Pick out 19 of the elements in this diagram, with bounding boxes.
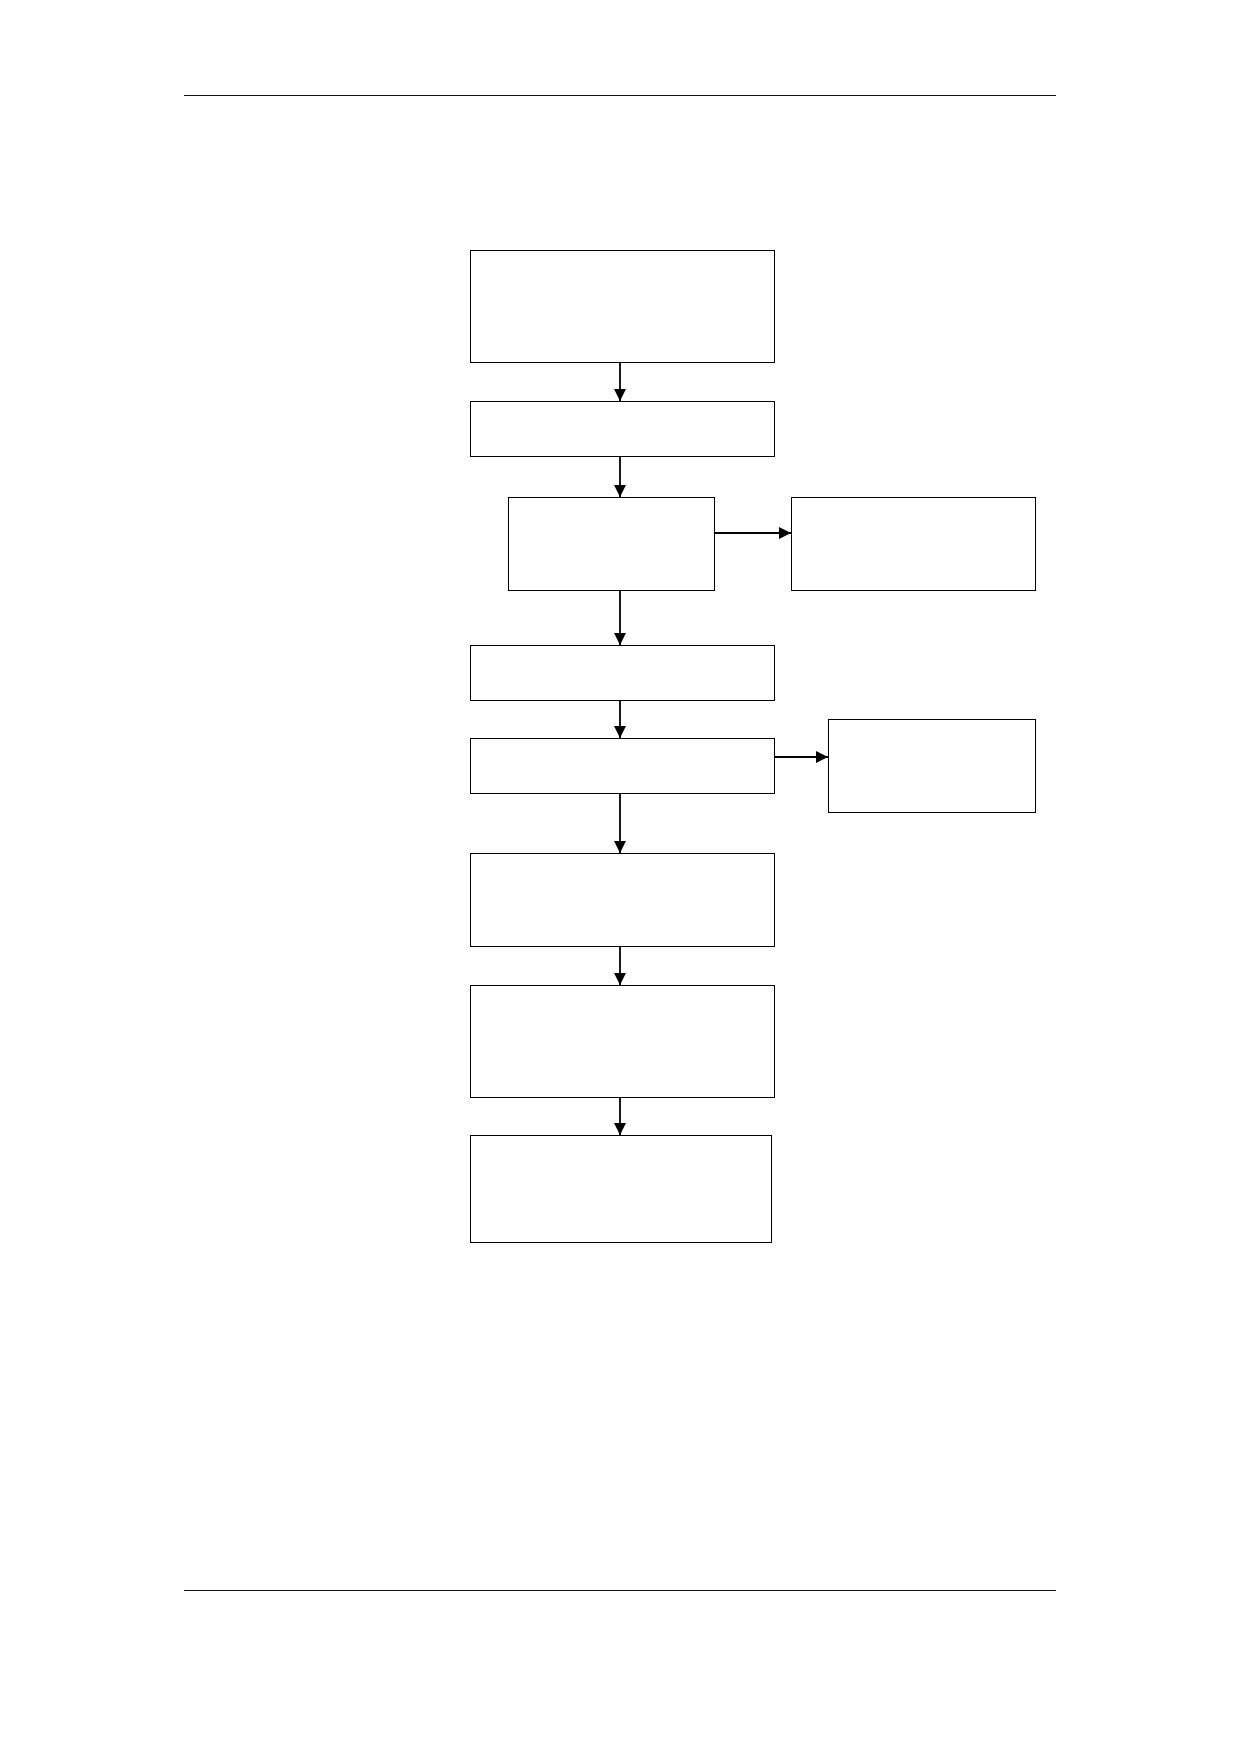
arrow	[614, 1097, 626, 1136]
process-box	[470, 401, 775, 457]
process-box	[470, 1135, 772, 1243]
process-box	[470, 645, 775, 701]
process-box	[791, 497, 1036, 591]
arrow	[614, 590, 626, 646]
process-box	[470, 985, 775, 1098]
process-box	[470, 250, 775, 363]
process-box	[828, 719, 1036, 813]
arrow	[774, 751, 829, 763]
process-box	[470, 738, 775, 794]
arrow	[614, 456, 626, 498]
process-box	[508, 497, 715, 591]
process-box	[470, 853, 775, 947]
arrow	[714, 527, 792, 539]
arrow	[614, 700, 626, 739]
arrow	[614, 946, 626, 986]
arrow	[614, 793, 626, 854]
arrow	[614, 362, 626, 402]
